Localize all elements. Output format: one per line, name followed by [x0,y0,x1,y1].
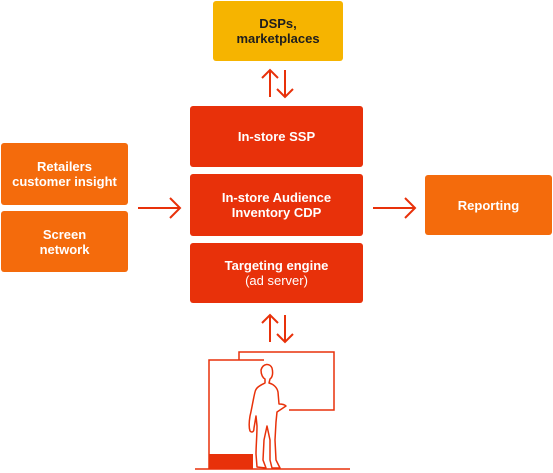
engine-label-line2: (ad server) [245,273,308,288]
audience-inventory-cdp-node: In-store Audience Inventory CDP [190,174,363,236]
targeting-engine-node: Targeting engine (ad server) [190,243,363,303]
reporting-node: Reporting [425,175,552,235]
screen-label-line1: Screen [42,226,87,242]
dsps-label-line1: DSPs, [259,16,297,31]
bottom-bidirectional-arrows-icon [261,313,294,344]
ssp-label: In-store SSP [237,129,316,144]
dsps-marketplaces-node: DSPs, marketplaces [213,1,343,61]
retailers-label-line2: customer insight [12,174,117,189]
screen-network-node: Screen network [1,211,128,272]
in-store-ssp-node: In-store SSP [190,106,363,167]
retailers-customer-insight-node: Retailers customer insight [1,143,128,205]
output-right-arrow-icon [373,197,417,219]
dsps-label-line2: marketplaces [236,31,320,46]
cdp-label-line1: In-store Audience [221,190,332,205]
shopper-at-screen-illustration [195,351,350,470]
input-right-arrow-icon [138,197,182,219]
cdp-label-line2: Inventory CDP [231,205,322,220]
reporting-label: Reporting [457,197,520,213]
retailers-label-line1: Retailers [37,159,92,174]
engine-label-line1: Targeting engine [224,258,329,273]
screen-label-line2: network [39,241,90,257]
top-bidirectional-arrows-icon [261,68,294,99]
